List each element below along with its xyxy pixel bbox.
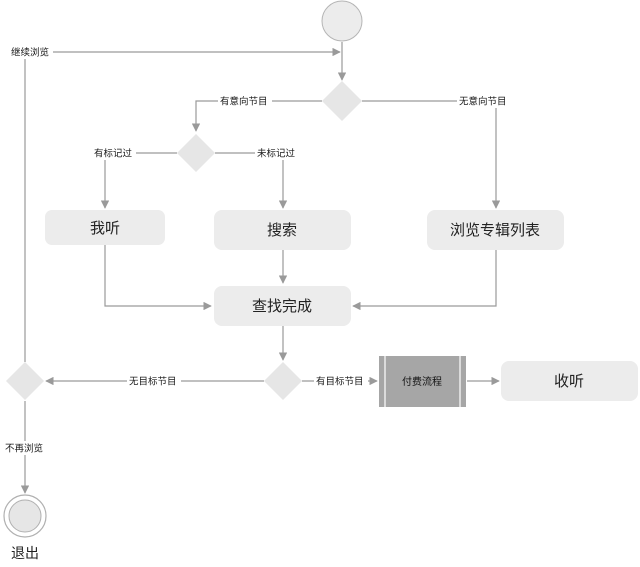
edge-decision1-to-decision2 [191, 100, 322, 132]
edge-labels: 继续浏览 有意向节目 无意向节目 有标记过 未标记过 无目标节目 有目标节目 不… [3, 45, 511, 455]
label-no-interest: 无意向节目 [459, 96, 507, 108]
node-receive-label: 收听 [554, 372, 584, 390]
label-continue-browse: 继续浏览 [11, 47, 49, 59]
node-search-complete [214, 286, 351, 326]
nodes: 我听 搜索 浏览专辑列表 查找完成 付费流程 收听 退出 [3, 0, 638, 562]
label-stop-browse: 不再浏览 [5, 443, 43, 455]
label-not-marked: 未标记过 [257, 148, 296, 160]
node-browse-album-list-label: 浏览专辑列表 [450, 221, 540, 239]
edge-decision2-to-search [215, 152, 288, 209]
start-node [321, 0, 363, 42]
node-search [214, 210, 351, 250]
node-receive [501, 361, 638, 401]
node-search-label: 搜索 [267, 221, 297, 239]
node-payment-process-label: 付费流程 [402, 375, 442, 388]
decision-interest [322, 81, 362, 121]
edge-decision1-to-browse [362, 100, 501, 209]
decision-target [264, 362, 302, 400]
edge-decision2-to-listen [100, 152, 177, 209]
exit-label: 退出 [11, 546, 39, 562]
label-has-interest: 有意向节目 [220, 96, 268, 108]
exit-node-inner [8, 499, 42, 533]
label-has-target: 有目标节目 [316, 376, 364, 388]
node-listen [45, 210, 165, 245]
node-browse-album-list [427, 210, 564, 250]
label-marked: 有标记过 [94, 148, 133, 160]
edge-browse-to-found [352, 250, 497, 311]
node-listen-label: 我听 [90, 219, 120, 237]
edge-listen-to-found [104, 245, 212, 311]
decision-marked [177, 134, 215, 172]
label-no-target: 无目标节目 [129, 376, 177, 388]
node-payment-process [379, 356, 466, 407]
decision-continue [6, 362, 44, 400]
node-search-complete-label: 查找完成 [252, 297, 312, 315]
edges [20, 42, 501, 494]
